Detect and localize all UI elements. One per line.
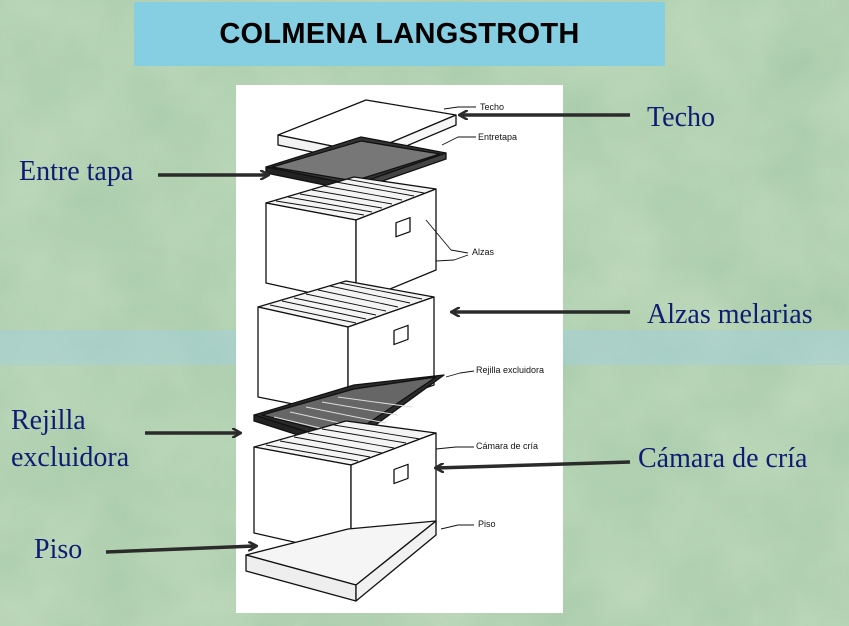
super-top-part bbox=[265, 176, 437, 304]
drawing-label-entretapa: Entretapa bbox=[478, 132, 517, 142]
label-piso: Piso bbox=[34, 534, 83, 565]
drawing-label-alzas: Alzas bbox=[472, 247, 495, 257]
label-rejilla-line2: excluidora bbox=[11, 442, 130, 473]
label-techo: Techo bbox=[647, 102, 716, 133]
label-entre-tapa: Entre tapa bbox=[19, 156, 134, 187]
hive-drawing: Techo Entretapa Alzas Rejilla excluidora… bbox=[245, 99, 544, 602]
drawing-label-piso: Piso bbox=[478, 519, 496, 529]
label-camara-de-cria: Cámara de cría bbox=[638, 443, 808, 474]
queen-excluder-part bbox=[253, 374, 445, 452]
drawing-label-techo: Techo bbox=[480, 102, 504, 112]
title-box: COLMENA LANGSTROTH bbox=[134, 2, 665, 66]
drawing-label-rejilla: Rejilla excluidora bbox=[476, 365, 544, 375]
drawing-label-camara: Cámara de cría bbox=[476, 441, 538, 451]
page-title: COLMENA LANGSTROTH bbox=[219, 17, 580, 50]
label-rejilla-line1: Rejilla bbox=[11, 405, 86, 436]
label-alzas-melarias: Alzas melarias bbox=[647, 299, 813, 330]
hive-drawing-panel: Techo Entretapa Alzas Rejilla excluidora… bbox=[236, 85, 563, 613]
bottom-board-part bbox=[245, 520, 437, 602]
